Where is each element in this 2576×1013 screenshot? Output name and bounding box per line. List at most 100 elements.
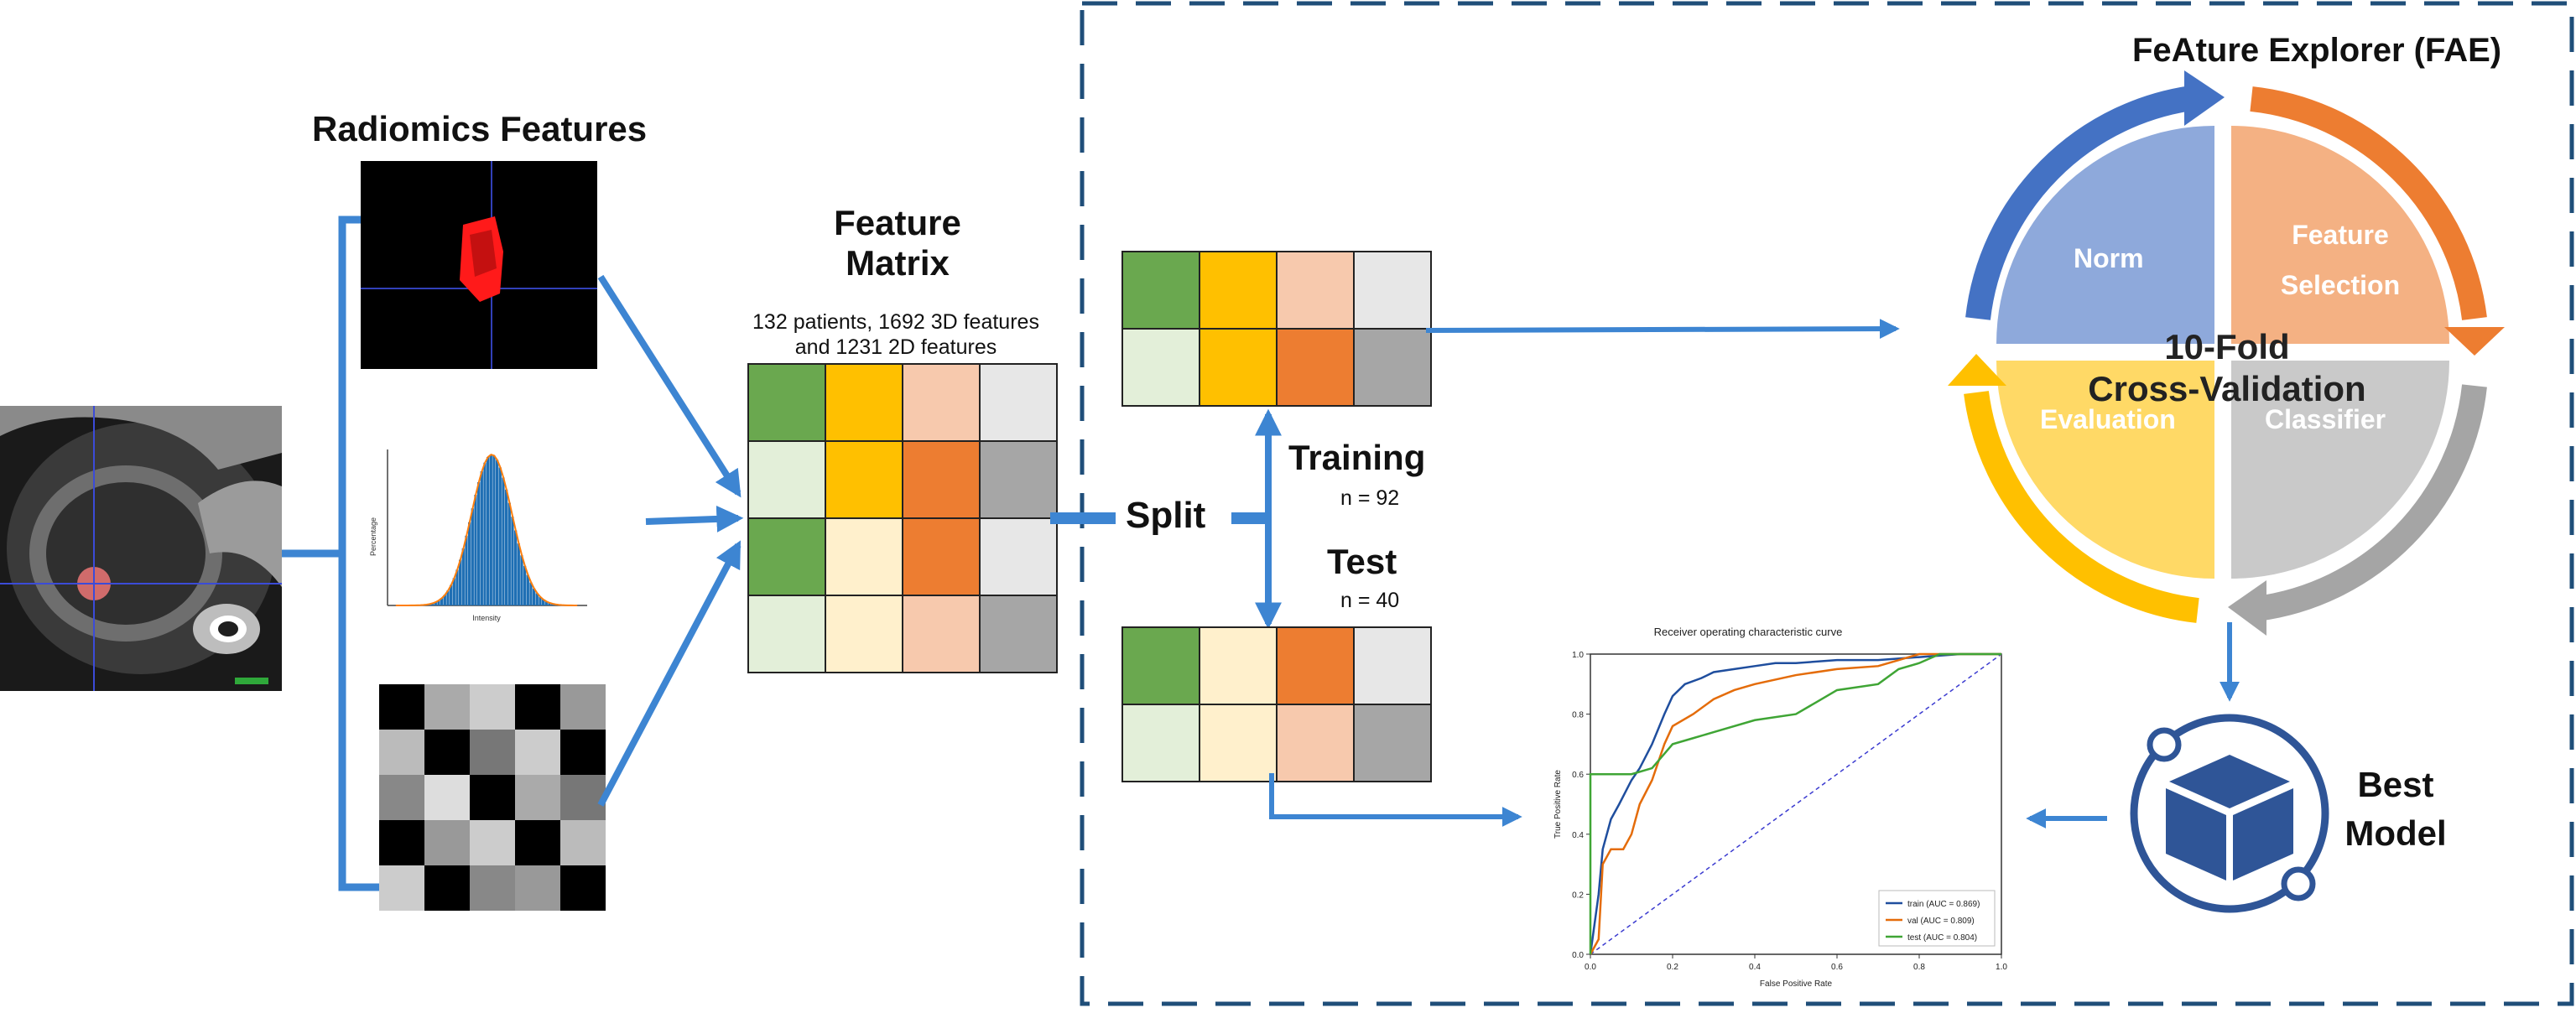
training-matrix-cell [1200, 329, 1277, 406]
texture-cell [379, 820, 424, 865]
training-label: Training [1288, 438, 1425, 478]
radiomics-features-label: Radiomics Features [312, 109, 647, 149]
texture-cell [424, 820, 470, 865]
feature-matrix-cell [825, 518, 903, 595]
best-model-label-1: Best [2337, 765, 2454, 805]
feature-matrix-title-line1: Feature Matrix [805, 203, 990, 283]
roc-legend-entry: test (AUC = 0.804) [1907, 933, 1977, 943]
test-matrix-cell [1122, 627, 1200, 704]
norm-quadrant [1996, 126, 2214, 344]
histogram-bar [518, 543, 520, 605]
training-matrix-cell [1354, 329, 1431, 406]
mri-image [0, 406, 282, 691]
arrow-seg-to-matrix [601, 277, 738, 493]
test-matrix-cell [1354, 704, 1431, 782]
feature-matrix-cell [748, 441, 825, 518]
texture-cell [560, 730, 606, 775]
arrow-training-to-fae [1426, 329, 1896, 330]
texture-cell [470, 730, 515, 775]
feature-matrix-cell [825, 441, 903, 518]
texture-cell [560, 775, 606, 820]
cv-label-1: 10-Fold [2097, 327, 2357, 367]
test-matrix-cell [1354, 627, 1431, 704]
roc-xtick-label: 0.0 [1585, 963, 1596, 972]
histogram-bar [492, 455, 495, 605]
training-matrix-cell [1122, 329, 1200, 406]
arrow-hist-to-matrix [646, 518, 738, 522]
roc-legend-entry: train (AUC = 0.869) [1907, 900, 1980, 909]
histogram-bar [514, 530, 517, 605]
histogram-ylabel: Percentage [369, 517, 377, 556]
texture-cell [560, 684, 606, 730]
texture-cell [424, 865, 470, 911]
texture-cell [379, 775, 424, 820]
texture-cell [515, 865, 560, 911]
test-matrix-cell [1200, 704, 1277, 782]
histogram-bar [468, 522, 471, 605]
histogram-bar [529, 583, 532, 605]
split-label: Split [1126, 495, 1205, 537]
feature-selection-label-2: Selection [2265, 270, 2416, 301]
feature-matrix-cell [903, 441, 980, 518]
feature-matrix-cell [903, 518, 980, 595]
roc-xtick-label: 1.0 [1996, 963, 2007, 972]
texture-cell [424, 684, 470, 730]
best-model-cube-icon [2134, 718, 2325, 909]
feature-matrix-cell [748, 595, 825, 673]
histogram-bar [490, 455, 492, 605]
texture-cell [560, 865, 606, 911]
feature-matrix-cell [903, 364, 980, 441]
histogram-bar [511, 517, 513, 605]
roc-chart: Receiver operating characteristic curve … [1553, 626, 2007, 989]
texture-cell [515, 820, 560, 865]
roc-title: Receiver operating characteristic curve [1654, 626, 1843, 638]
histogram-bar [520, 555, 523, 605]
roc-xtick-label: 0.4 [1749, 963, 1761, 972]
texture-cell [470, 684, 515, 730]
roc-xlabel: False Positive Rate [1760, 979, 1833, 989]
texture-cell [424, 730, 470, 775]
histogram-bar [505, 490, 507, 605]
texture-cell [470, 820, 515, 865]
histogram-bar [462, 548, 465, 605]
training-matrix-cell [1200, 252, 1277, 329]
histogram-bar [481, 471, 483, 605]
feature-matrix-cell [980, 441, 1057, 518]
roc-ytick-label: 1.0 [1572, 651, 1584, 660]
roc-xtick-label: 0.6 [1831, 963, 1843, 972]
roc-xtick-label: 0.8 [1913, 963, 1925, 972]
training-matrix-cell [1122, 252, 1200, 329]
roc-ytick-label: 0.8 [1572, 711, 1584, 720]
roc-ytick-label: 0.0 [1572, 951, 1584, 960]
texture-cell [470, 865, 515, 911]
feature-matrix-cell [980, 364, 1057, 441]
roc-ytick-label: 0.2 [1572, 891, 1584, 900]
arrow-texture-to-matrix [601, 545, 738, 805]
training-matrix-cell [1354, 252, 1431, 329]
roc-ylabel: True Positive Rate [1553, 770, 1563, 839]
norm-label: Norm [2074, 243, 2144, 274]
histogram-bar [523, 566, 526, 605]
roc-ytick-label: 0.4 [1572, 831, 1584, 840]
test-matrix-cell [1122, 704, 1200, 782]
feature-matrix-cell [980, 595, 1057, 673]
feature-matrix-desc-1: 132 patients, 1692 3D features [720, 310, 1072, 335]
feature-matrix-cell [903, 595, 980, 673]
feature-matrix-cell [748, 364, 825, 441]
texture-cell [379, 730, 424, 775]
roc-xtick-label: 0.2 [1667, 963, 1678, 972]
texture-cell [424, 775, 470, 820]
texture-cell [515, 775, 560, 820]
histogram-bar [527, 575, 529, 605]
feature-selection-label-1: Feature [2273, 220, 2407, 251]
roc-legend: train (AUC = 0.869)val (AUC = 0.809)test… [1879, 891, 1995, 946]
feature-matrix-cell [825, 595, 903, 673]
roc-ytick-label: 0.6 [1572, 771, 1584, 780]
feature-matrix-cell [748, 518, 825, 595]
histogram-xlabel: Intensity [472, 614, 501, 622]
best-model-label-2: Model [2329, 813, 2463, 854]
histogram-bar [487, 457, 489, 605]
histogram-bar [474, 495, 476, 605]
